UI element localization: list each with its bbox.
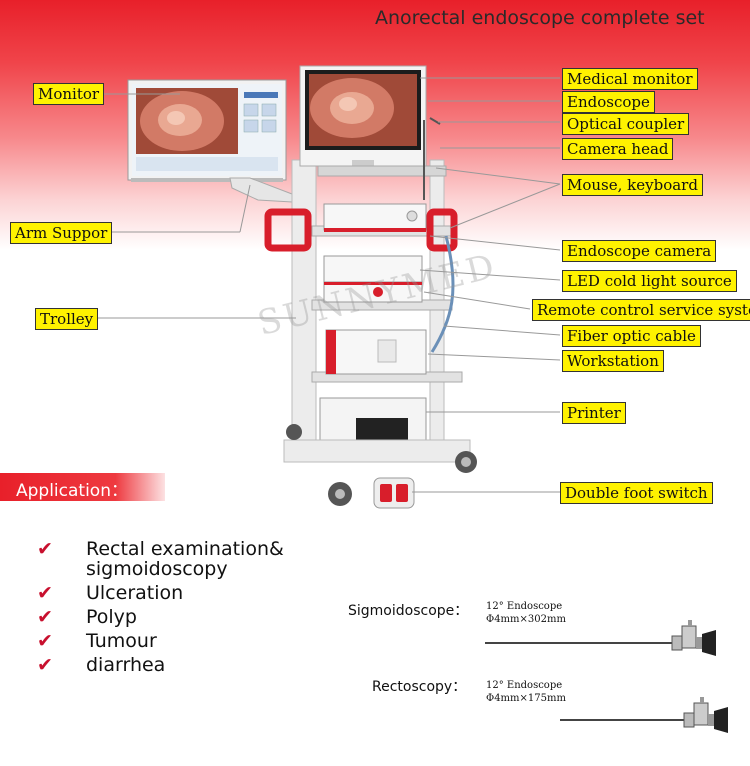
application-item: Rectal examination& <box>86 538 284 560</box>
side-monitor <box>127 79 287 182</box>
label-trolley: Trolley <box>35 308 99 330</box>
application-item: Polyp <box>86 606 137 628</box>
check-icon: ✔ <box>37 654 53 676</box>
application-item: Ulceration <box>86 582 184 604</box>
check-icon: ✔ <box>37 538 53 560</box>
scope-size: Φ4mm×175mm <box>486 693 566 704</box>
scope-name-rectoscopy: Rectoscopy： <box>372 679 467 695</box>
page-title: Anorectal endoscope complete set <box>375 7 705 29</box>
label-mouse-keyboard: Mouse, keyboard <box>562 174 703 196</box>
application-item: sigmoidoscopy <box>86 558 228 580</box>
label-optical-coupler: Optical coupler <box>562 113 690 135</box>
scope-angle: 12° Endoscope <box>486 680 563 691</box>
scope-angle: 12° Endoscope <box>486 601 563 612</box>
application-heading: Application： <box>16 481 128 501</box>
label-fiber-optic-cable: Fiber optic cable <box>562 325 701 347</box>
label-led-light-source: LED cold light source <box>562 270 737 292</box>
scope-size: Φ4mm×302mm <box>486 614 566 625</box>
application-item: diarrhea <box>86 654 166 676</box>
label-double-foot-switch: Double foot switch <box>560 482 713 504</box>
trolley-system-illustration <box>127 65 477 509</box>
leader-lines <box>97 77 561 493</box>
label-medical-monitor: Medical monitor <box>562 68 698 90</box>
application-item: Tumour <box>86 630 157 652</box>
scope-name-sigmoidoscope: Sigmoidoscope： <box>348 603 469 619</box>
sigmoidoscope-drawing <box>485 620 716 656</box>
application-banner <box>0 473 165 501</box>
label-endoscope-camera: Endoscope camera <box>562 240 717 262</box>
label-endoscope: Endoscope <box>562 91 655 113</box>
rectoscope-drawing <box>560 697 728 733</box>
label-printer: Printer <box>562 402 626 424</box>
label-remote-control-system: Remote control service system <box>532 299 750 321</box>
label-camera-head: Camera head <box>562 138 674 160</box>
check-icon: ✔ <box>37 630 53 652</box>
trolley-frame <box>264 65 477 509</box>
label-arm-support: Arm Suppor <box>10 222 113 244</box>
check-icon: ✔ <box>37 582 53 604</box>
check-icon: ✔ <box>37 606 53 628</box>
label-workstation: Workstation <box>562 350 664 372</box>
label-monitor: Monitor <box>33 83 105 105</box>
